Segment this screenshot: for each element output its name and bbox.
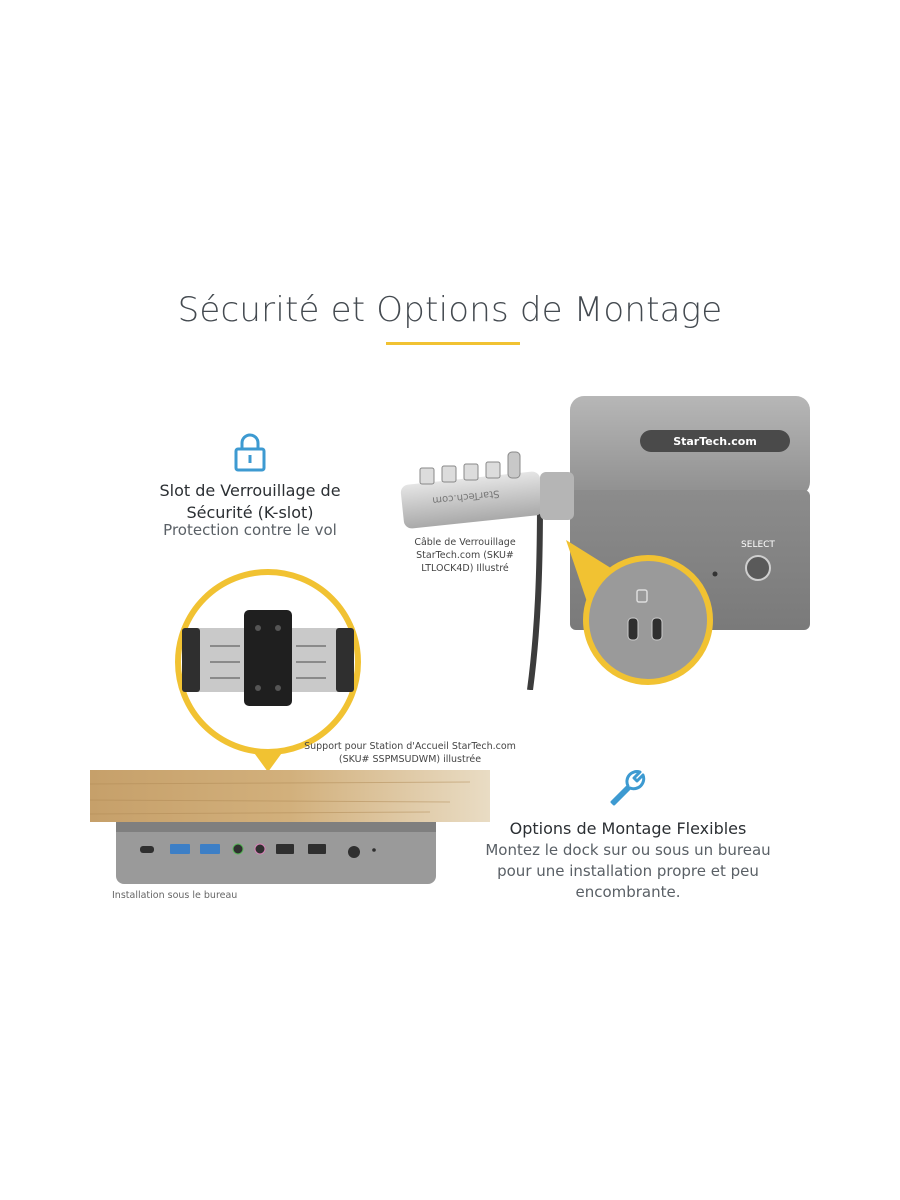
page-title: Sécurité et Options de Montage xyxy=(177,290,723,330)
cable-caption: Câble de Verrouillage StarTech.com (SKU#… xyxy=(400,536,530,575)
lock-dock-illustration: StarTech.com SELECT StarTech.com xyxy=(390,390,810,691)
bracket-caption-line2: (SKU# SSPMSUDWM) illustrée xyxy=(338,754,482,765)
bracket-caption-line1: Support pour Station d'Accueil StarTech.… xyxy=(304,741,516,752)
security-subtitle: Protection contre le vol xyxy=(163,521,337,539)
security-title: Slot de Verrouillage de Sécurité (K-slot… xyxy=(130,480,370,524)
select-label: SELECT xyxy=(741,540,775,550)
security-title-line1: Slot de Verrouillage de xyxy=(159,481,341,500)
under-desk-caption: Installation sous le bureau xyxy=(112,890,238,901)
dock-brand-text: StarTech.com xyxy=(673,435,757,448)
title-underline xyxy=(386,342,520,345)
bracket-zoom-illustration xyxy=(170,566,370,776)
wrench-icon xyxy=(604,764,650,810)
mounting-desc-line2: pour une installation propre et peu xyxy=(497,862,759,880)
mounting-desc-line3: encombrante. xyxy=(575,883,681,901)
cable-caption-line3: LTLOCK4D) Illustré xyxy=(421,563,509,574)
mounting-desc-line1: Montez le dock sur ou sous un bureau xyxy=(485,841,771,859)
cable-caption-line1: Câble de Verrouillage xyxy=(414,537,516,548)
mounting-description: Montez le dock sur ou sous un bureau pou… xyxy=(478,840,778,903)
bracket-caption: Support pour Station d'Accueil StarTech.… xyxy=(300,740,520,766)
security-title-line2: Sécurité (K-slot) xyxy=(186,503,314,522)
under-desk-illustration xyxy=(89,770,490,890)
cable-caption-line2: StarTech.com (SKU# xyxy=(416,550,514,561)
lock-icon xyxy=(232,432,268,472)
mounting-title: Options de Montage Flexibles xyxy=(509,819,747,838)
